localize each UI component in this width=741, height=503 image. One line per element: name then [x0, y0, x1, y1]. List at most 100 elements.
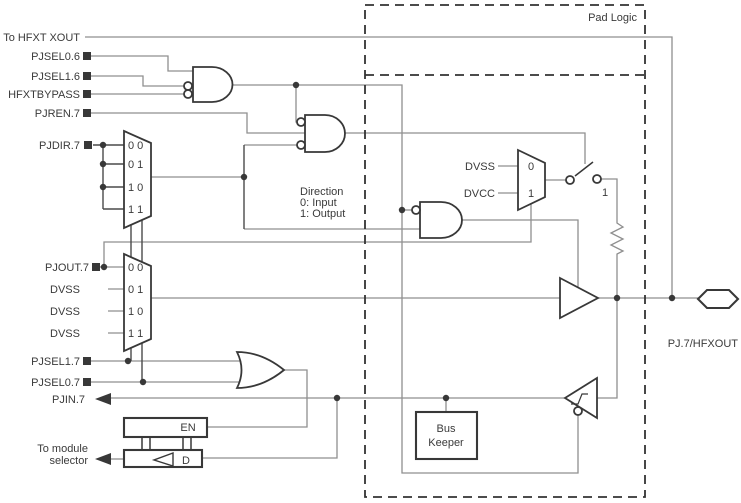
label-outmux-10: 1 0 — [128, 306, 143, 318]
junction-dot — [99, 160, 107, 168]
label-pjsel1-6: PJSEL1.6 — [31, 71, 80, 83]
label-to-module-line1: To module — [37, 443, 88, 455]
label-outmux-01: 0 1 — [128, 284, 143, 296]
terminal-square — [83, 52, 91, 60]
and-gate-hfxt-select — [192, 66, 234, 103]
input-latch-en-box — [122, 416, 209, 439]
hysteresis-icon — [571, 393, 588, 405]
label-pjren-7: PJREN.7 — [35, 108, 80, 120]
mux-pull-select — [517, 148, 546, 212]
label-pjsel0-6: PJSEL0.6 — [31, 51, 80, 63]
pjin-arrow-icon — [95, 393, 111, 405]
label-dirmux-00: 0 0 — [128, 140, 143, 152]
label-pull-mux-0: 0 — [528, 161, 534, 173]
junction-dot — [333, 394, 341, 402]
wire-latch-d-input — [203, 398, 338, 459]
inverter-bubble — [183, 89, 193, 99]
junction-dot — [398, 206, 406, 214]
label-dvss-pull: DVSS — [465, 161, 495, 173]
wire-enable-and-to-driver — [462, 219, 579, 288]
label-dvss-11: DVSS — [50, 328, 80, 340]
label-dirmux-10: 1 0 — [128, 182, 143, 194]
label-dirmux-11: 1 1 — [128, 204, 143, 216]
wire-pjren-7 — [91, 112, 305, 134]
to-module-arrow-icon — [95, 453, 111, 465]
pad-pin-hexagon — [696, 288, 740, 310]
wire-or-to-latch-en — [207, 369, 308, 428]
and-gate-pull-enable — [304, 114, 346, 153]
label-dirmux-01: 0 1 — [128, 159, 143, 171]
mux-output — [123, 252, 152, 353]
label-pjsel0-7: PJSEL0.7 — [31, 377, 80, 389]
inverter-bubble — [411, 205, 421, 215]
output-driver — [559, 276, 600, 320]
junction-dot — [240, 173, 248, 181]
terminal-square — [83, 357, 91, 365]
label-pad-logic: Pad Logic — [588, 12, 637, 24]
wire-hfxt-and-output — [233, 84, 579, 474]
wire-pjout-pull-select — [103, 204, 532, 267]
terminal-square — [83, 90, 91, 98]
label-pjout-7: PJOUT.7 — [45, 262, 89, 274]
wire-dvss-dvcc-stubs — [498, 165, 520, 194]
latch-connector-legs — [141, 437, 192, 451]
wire-pjsel-or-inputs — [91, 360, 243, 383]
junction-dot — [613, 294, 621, 302]
wire-to-hfxt-xout — [85, 36, 673, 298]
wire-pjsel1-6 — [91, 75, 184, 87]
label-outmux-00: 0 0 — [128, 262, 143, 274]
label-dvss-10: DVSS — [50, 306, 80, 318]
label-pjin-7: PJIN.7 — [52, 394, 85, 406]
junction-dot — [139, 378, 147, 386]
wire-dvss-stubs — [108, 288, 126, 334]
and-gate-driver-enable — [419, 201, 463, 239]
label-dvss-01: DVSS — [50, 284, 80, 296]
label-pad-name: PJ.7/HFXOUT — [668, 338, 739, 350]
label-hfxtbypass: HFXTBYPASS — [8, 89, 80, 101]
inverter-bubble — [296, 140, 306, 150]
junction-dot — [99, 183, 107, 191]
bus-keeper-box — [414, 410, 479, 461]
switch-arm — [574, 161, 594, 177]
label-bus-keeper-line1: Bus — [437, 423, 456, 435]
inverter-bubble — [183, 81, 193, 91]
terminal-square — [83, 378, 91, 386]
mux-direction — [123, 129, 152, 230]
terminal-square — [84, 141, 92, 149]
pad-logic-boundary — [364, 4, 646, 498]
label-switch-position-1: 1 — [602, 187, 608, 199]
inverter-bubble — [573, 406, 583, 416]
junction-dot — [100, 263, 108, 271]
junction-dots — [99, 81, 676, 402]
label-latch-d: D — [182, 455, 190, 467]
junction-dot — [442, 394, 450, 402]
signal-terminal-squares — [83, 52, 100, 386]
label-to-module-line2: selector — [49, 455, 88, 467]
wire-pjsel0-6 — [91, 55, 193, 72]
label-bus-keeper-line2: Keeper — [428, 437, 464, 449]
label-pjdir-7: PJDIR.7 — [39, 140, 80, 152]
label-outmux-11: 1 1 — [128, 328, 143, 340]
junction-dot — [668, 294, 676, 302]
wire-pull-and-to-switch — [345, 132, 586, 164]
label-pull-mux-1: 1 — [528, 188, 534, 200]
terminal-square — [83, 109, 91, 117]
or-gate-pjsel — [235, 351, 286, 389]
switch-contact — [565, 175, 575, 185]
label-direction-output: 1: Output — [300, 208, 345, 220]
junction-dot — [292, 81, 300, 89]
junction-dot — [99, 141, 107, 149]
label-pjsel1-7: PJSEL1.7 — [31, 356, 80, 368]
label-direction-input: 0: Input — [300, 197, 337, 209]
wire-pjdir-fanout — [93, 144, 126, 210]
wire-pull-resistor-and-schmitt-input — [596, 178, 625, 399]
label-to-hfxt-xout: To HFXT XOUT — [3, 32, 80, 44]
label-dvcc-pull: DVCC — [464, 188, 495, 200]
inverter-bubble — [296, 117, 306, 127]
wire-direction-branches — [244, 144, 422, 230]
terminal-square — [92, 263, 100, 271]
terminal-square — [83, 72, 91, 80]
wire-branch-to-pull-and — [295, 85, 297, 123]
buffer-triangle-icon — [151, 451, 174, 467]
